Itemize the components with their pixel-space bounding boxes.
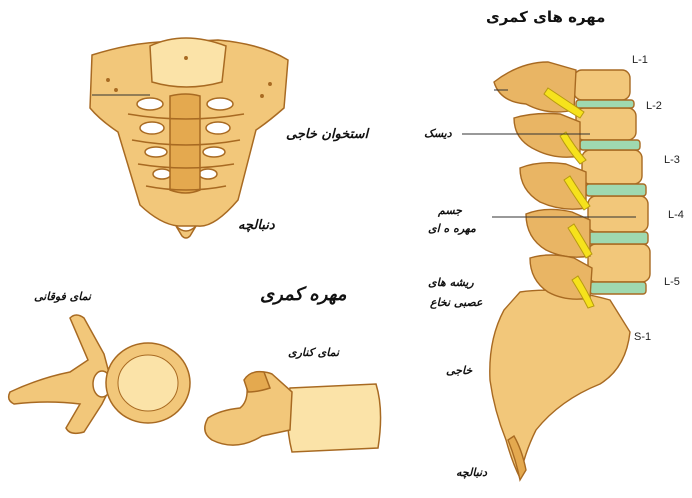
coccyx-label-bottom: دنبالچه	[456, 466, 487, 479]
level-label-s1: S-1	[634, 331, 651, 343]
vertebra-side-view	[205, 372, 381, 452]
sacrum-label: استخوان خاجی	[286, 127, 368, 142]
vertebral-body-label-1: جسم	[438, 204, 462, 217]
disc-label: دیسک	[424, 127, 452, 140]
level-label-l5: L-5	[664, 276, 680, 288]
vertebra-top-view	[9, 315, 190, 433]
lumbar-vertebra-title: مهره کمری	[260, 284, 347, 305]
sacrum-illustration	[90, 38, 288, 238]
level-label-l4: L-4	[668, 209, 684, 221]
level-label-l1: L-1	[632, 54, 648, 66]
lumbar-spine-illustration	[490, 62, 650, 480]
nerve-roots-label-1: ریشه های	[428, 276, 474, 289]
vertebral-body-label-2: مهره ه ای	[428, 222, 476, 235]
lumbar-vertebrae-title: مهره های کمری	[486, 8, 605, 26]
sacrum-side-label: خاجی	[446, 364, 472, 377]
level-label-l2: L-2	[646, 100, 662, 112]
side-view-label: نمای کناری	[288, 346, 339, 359]
top-view-label: نمای فوقانی	[34, 290, 91, 303]
nerve-roots-label-2: عصبی نخاع	[430, 296, 483, 309]
coccyx-label-top: دنبالچه	[238, 218, 275, 233]
level-label-l3: L-3	[664, 154, 680, 166]
